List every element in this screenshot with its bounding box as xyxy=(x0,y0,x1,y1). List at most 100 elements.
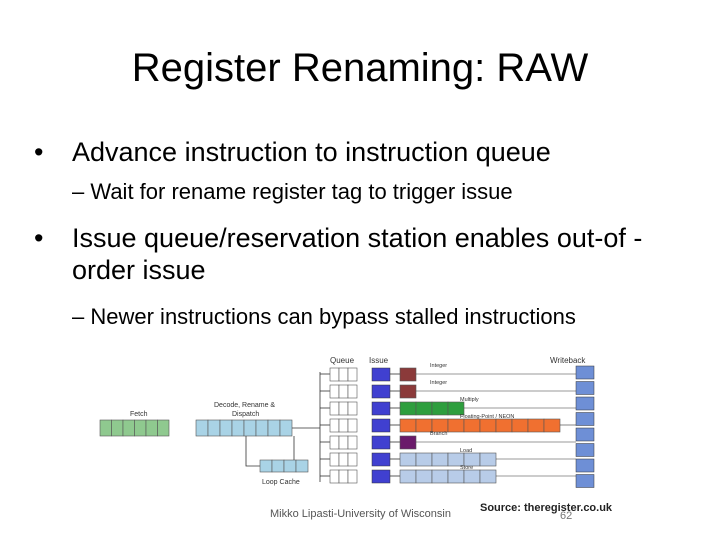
unit-stage-cell xyxy=(399,435,417,450)
unit-stage-cell xyxy=(447,469,465,484)
bullet-1: • Advance instruction to instruction que… xyxy=(34,136,694,168)
fetch-cell xyxy=(99,419,112,437)
unit-stage-cell xyxy=(479,418,497,433)
unit-stage-cell xyxy=(399,367,417,382)
issue-cell xyxy=(371,452,391,467)
loop-cache-cell xyxy=(259,459,273,473)
queue-cell xyxy=(329,418,340,433)
queue-cell xyxy=(347,401,358,416)
queue-cell xyxy=(338,469,349,484)
unit-label: Floating-Point / NEON xyxy=(460,414,514,420)
bullet-1-text: Advance instruction to instruction queue xyxy=(72,137,551,167)
sub-bullet-marker: – xyxy=(72,179,85,204)
source-credit: Source: theregister.co.uk xyxy=(480,502,613,514)
queue-cell xyxy=(338,435,349,450)
decode-cell xyxy=(243,419,257,437)
writeback-cell xyxy=(575,458,595,473)
fetch-cell xyxy=(122,419,135,437)
sub-bullet-marker: – xyxy=(72,304,85,329)
unit-stage-cell xyxy=(431,469,449,484)
sub-bullet-1-text: Wait for rename register tag to trigger … xyxy=(90,179,513,204)
queue-cell xyxy=(329,367,340,382)
writeback-cell xyxy=(575,381,595,395)
queue-cell xyxy=(347,469,358,484)
unit-stage-cell xyxy=(431,452,449,467)
unit-stage-cell xyxy=(463,418,481,433)
decode-label: Dispatch xyxy=(232,411,259,418)
issue-cell xyxy=(371,367,391,382)
unit-stage-cell xyxy=(399,384,417,399)
queue-cell xyxy=(347,384,358,399)
issue-cell xyxy=(371,418,391,433)
unit-stage-cell xyxy=(399,469,417,484)
loop-cache-label: Loop Cache xyxy=(262,479,300,486)
fetch-cell xyxy=(134,419,147,437)
unit-stage-cell xyxy=(447,401,465,416)
loop-cache-cell xyxy=(283,459,297,473)
writeback-cell xyxy=(575,412,595,426)
loop-path xyxy=(245,436,260,467)
queue-cell xyxy=(329,469,340,484)
bullet-2: • Issue queue/reservation station enable… xyxy=(34,222,694,286)
sub-bullet-2: – Newer instructions can bypass stalled … xyxy=(72,303,576,331)
unit-stage-cell xyxy=(511,418,529,433)
issue-cell xyxy=(371,384,391,399)
bullet-2-text: Issue queue/reservation station enables … xyxy=(72,223,643,285)
queue-cell xyxy=(329,435,340,450)
writeback-cell xyxy=(575,443,595,457)
unit-stage-cell xyxy=(399,418,417,433)
unit-stage-cell xyxy=(415,452,433,467)
queue-cell xyxy=(347,367,358,382)
fetch-cell xyxy=(145,419,158,437)
queue-cell xyxy=(329,384,340,399)
unit-stage-cell xyxy=(399,452,417,467)
unit-label: Branch xyxy=(430,431,447,437)
queue-cell xyxy=(347,418,358,433)
sub-bullet-1: – Wait for rename register tag to trigge… xyxy=(72,178,513,206)
loop-cache-cell xyxy=(295,459,309,473)
bullet-marker: • xyxy=(34,223,44,253)
unit-stage-cell xyxy=(399,401,417,416)
queue-cell xyxy=(338,401,349,416)
unit-stage-cell xyxy=(431,401,449,416)
page-number: 62 xyxy=(560,510,573,522)
unit-stage-cell xyxy=(527,418,545,433)
queue-cell xyxy=(338,418,349,433)
unit-stage-cell xyxy=(495,418,513,433)
decode-cell xyxy=(267,419,281,437)
issue-cell xyxy=(371,401,391,416)
writeback-cell xyxy=(575,427,595,442)
bullet-marker: • xyxy=(34,137,44,167)
footer-credit: Mikko Lipasti-University of Wisconsin xyxy=(270,508,451,520)
unit-stage-cell xyxy=(479,452,497,467)
issue-cell xyxy=(371,469,391,484)
queue-label: Queue xyxy=(330,356,355,365)
unit-stage-cell xyxy=(543,418,561,433)
unit-stage-cell xyxy=(415,469,433,484)
unit-stage-cell xyxy=(415,401,433,416)
queue-cell xyxy=(329,401,340,416)
decode-label: Decode, Rename & xyxy=(214,402,275,409)
decode-cell xyxy=(255,419,269,437)
decode-cell xyxy=(195,419,209,437)
unit-stage-cell xyxy=(447,418,465,433)
slide-title: Register Renaming: RAW xyxy=(131,46,589,90)
decode-cell xyxy=(207,419,221,437)
unit-label: Integer xyxy=(430,380,447,386)
unit-stage-cell xyxy=(479,469,497,484)
unit-stage-cell xyxy=(463,469,481,484)
issue-label: Issue xyxy=(369,356,389,365)
fetch-label: Fetch xyxy=(130,411,148,418)
writeback-cell xyxy=(575,365,595,380)
queue-cell xyxy=(338,384,349,399)
writeback-cell xyxy=(575,396,595,411)
writeback-label: Writeback xyxy=(550,356,586,365)
unit-label: Integer xyxy=(430,363,447,369)
loop-cache-cell xyxy=(271,459,285,473)
unit-label: Load xyxy=(460,448,472,454)
queue-cell xyxy=(347,435,358,450)
fetch-cell xyxy=(157,419,170,437)
queue-cell xyxy=(347,452,358,467)
queue-cell xyxy=(338,452,349,467)
